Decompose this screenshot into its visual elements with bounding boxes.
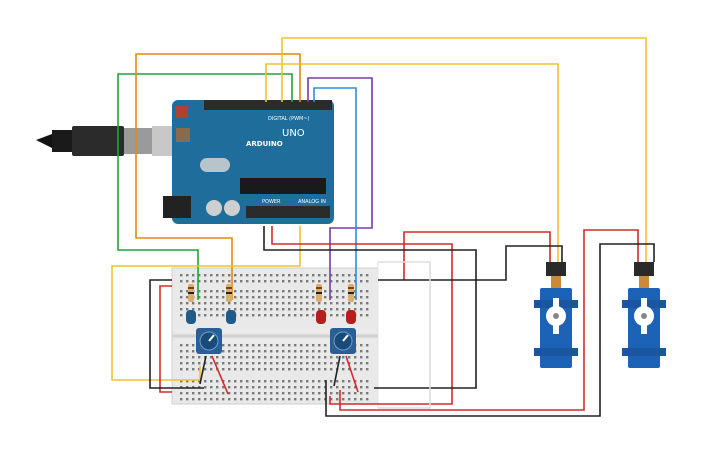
yellow-wire-b: [265, 63, 559, 262]
red-wire-d: [159, 285, 172, 393]
reset-button: [176, 106, 188, 118]
red-wire-a: [271, 226, 453, 405]
purple-wire: [307, 77, 373, 300]
resistor: [188, 284, 194, 302]
yellow-wire-c: [111, 226, 301, 381]
led-blue: [186, 310, 196, 324]
led-blue: [226, 310, 236, 324]
green-wire: [117, 73, 293, 300]
leds: [186, 310, 356, 324]
black-wire-b: [149, 279, 204, 389]
white-wire: [378, 261, 431, 409]
servo-motor: [622, 262, 666, 368]
resistor: [348, 284, 354, 302]
arduino-uno-board: ARDUINO UNO DIGITAL (PWM~) POWER ANALOG …: [163, 100, 334, 224]
board-logo-text: ARDUINO: [246, 140, 283, 148]
blue-wire: [313, 87, 357, 300]
resistor: [226, 284, 232, 302]
red-wire-b: [403, 231, 551, 280]
wires: [111, 37, 655, 417]
red-wire-c: [339, 229, 639, 411]
black-wire-d: [325, 243, 655, 417]
breadboard-holes: [180, 274, 369, 401]
servo-motor: [534, 262, 578, 368]
analog-header-label: ANALOG IN: [298, 199, 326, 205]
led-red: [346, 310, 356, 324]
potentiometer: [330, 328, 359, 393]
digital-header-label: DIGITAL (PWM~): [268, 116, 310, 122]
potentiometer: [196, 328, 229, 395]
power-header-label: POWER: [262, 199, 281, 205]
resistor: [316, 284, 322, 302]
black-wire-c: [378, 245, 563, 281]
led-red: [316, 310, 326, 324]
board-model-text: UNO: [282, 128, 305, 139]
board-pcb: [172, 100, 334, 224]
yellow-wire-a: [281, 37, 647, 262]
resistors: [188, 284, 354, 302]
usb-cable: [36, 126, 174, 156]
black-wire-a: [263, 226, 477, 389]
orange-wire: [135, 53, 301, 300]
